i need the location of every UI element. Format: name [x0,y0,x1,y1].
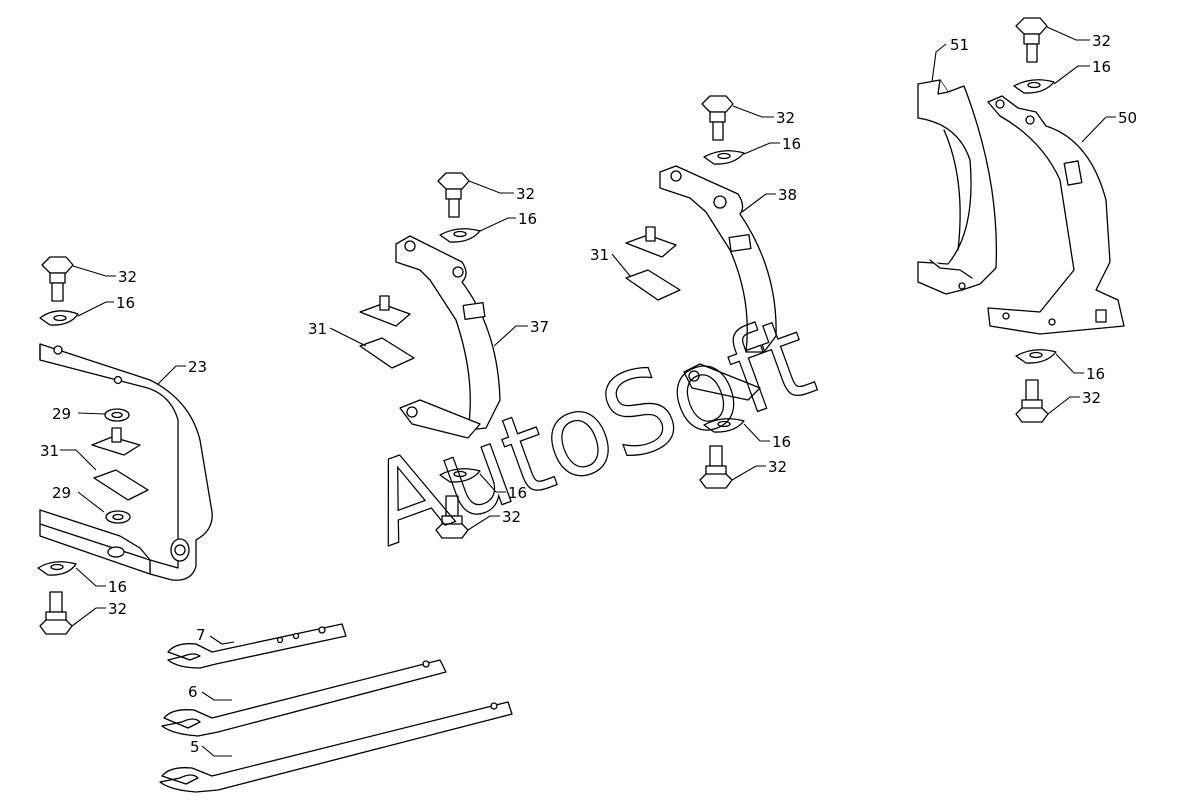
bolt-part-32-c [437,172,470,218]
callout-7: 7 [196,626,206,644]
callout-16: 16 [1092,58,1111,76]
callout-16: 16 [518,210,537,228]
callout-32: 32 [776,109,795,127]
washer-part-16-e [703,150,745,165]
callout-31: 31 [40,442,59,460]
washer-part-16-d [439,468,481,483]
washer-part-16-c [439,228,481,243]
bolt-part-32-h [1015,379,1049,423]
callout-32: 32 [118,268,137,286]
callout-16: 16 [108,578,127,596]
bolt-part-32-b [39,591,73,635]
callout-32: 32 [108,600,127,618]
callout-32: 32 [516,185,535,203]
callout-5: 5 [190,738,200,756]
callout-16: 16 [508,484,527,502]
washer-part-16-h [1015,349,1057,364]
shoe-part-31-b [359,295,415,369]
callout-51: 51 [950,36,969,54]
callout-29: 29 [52,405,71,423]
callout-31: 31 [308,320,327,338]
callout-32: 32 [1082,389,1101,407]
shoe-part-31-a [91,427,149,501]
callout-16: 16 [116,294,135,312]
washer-part-29-b [105,510,131,524]
bolt-part-32-e [701,95,734,141]
callout-6: 6 [188,683,198,701]
callout-37: 37 [530,318,549,336]
callout-32: 32 [768,458,787,476]
wrench-part-7 [167,623,347,669]
callout-16: 16 [782,135,801,153]
fork-part-51 [917,79,998,295]
wrench-part-5 [159,701,513,793]
bolt-part-32-g [1015,17,1048,63]
watermark-text: AutoSoft [352,292,829,571]
fork-part-38 [659,165,777,401]
callout-32: 32 [502,508,521,526]
fork-part-50 [987,95,1125,335]
fork-part-37 [395,235,501,439]
callout-labels: 32 16 23 29 31 29 16 32 32 16 31 37 16 3… [40,32,1137,756]
wrench-part-6 [161,659,447,737]
callout-16: 16 [1086,365,1105,383]
shoe-part-31-c [625,226,681,301]
leader-lines [60,26,1116,757]
washer-part-16-g [1013,79,1055,94]
callout-16: 16 [772,433,791,451]
callout-50: 50 [1118,109,1137,127]
bracket-part-23 [39,343,213,581]
washer-part-16-a [39,310,79,326]
callout-31: 31 [590,246,609,264]
callout-29: 29 [52,484,71,502]
callout-32: 32 [1092,32,1111,50]
callout-38: 38 [778,186,797,204]
callout-23: 23 [188,358,207,376]
bolt-part-32-a [41,256,74,302]
washer-part-16-f [703,418,745,433]
washer-part-29-a [104,408,130,422]
bolt-part-32-d [435,495,469,539]
washer-part-16-b [37,561,77,576]
